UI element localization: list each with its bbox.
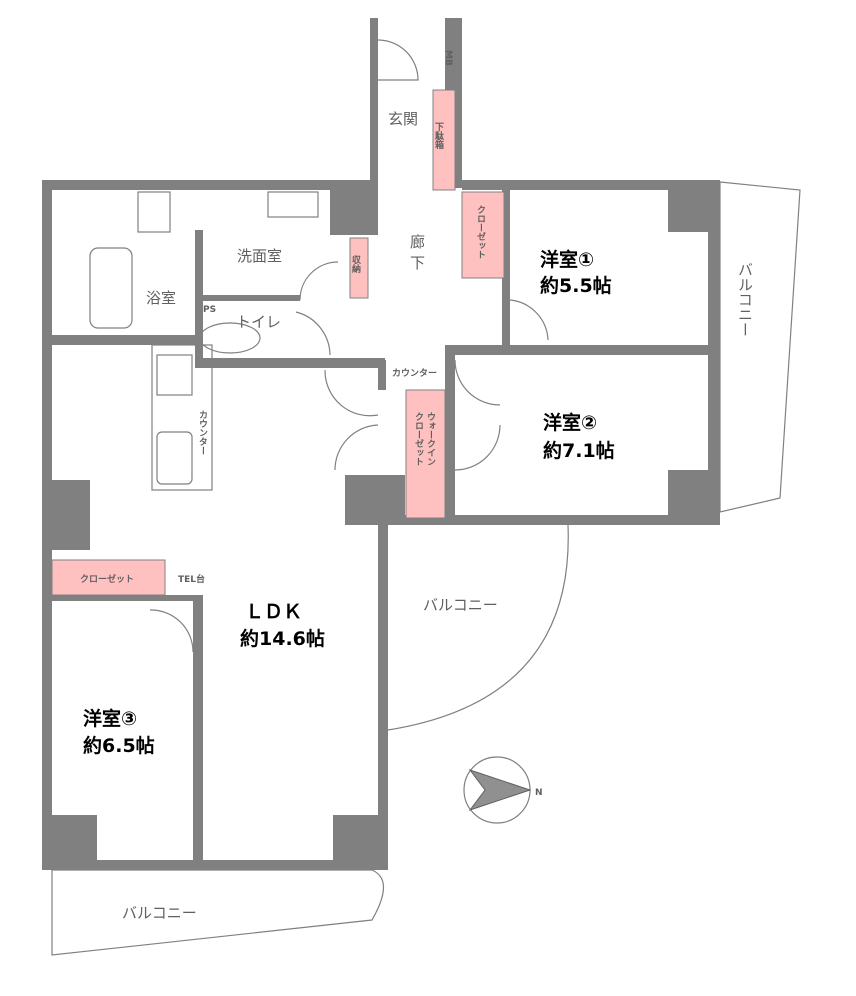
mb-label: MB [443,50,453,66]
balcony-bottom [51,869,384,956]
ldk-size: 約14.6帖 [240,627,325,650]
kitchen-counter-label: カウンター [197,410,208,455]
north-arrow-icon [468,769,532,811]
closet-3 [51,559,166,596]
storage-label: 収納 [350,254,361,274]
hallway-label-1: 廊 [410,233,425,251]
kitchen-counter [151,344,213,491]
shoe-cabinet-label: 下駄箱 [433,122,444,150]
closet-1-label: クローゼット [475,205,486,259]
walk-in-label-1: ウォークイン [425,412,436,466]
shoe-cabinet [432,89,456,191]
walls [42,18,720,870]
stove [156,354,193,396]
tel-label: TEL台 [178,573,205,585]
western-1-name: 洋室① [540,248,594,271]
north-label: N [535,788,543,798]
bath-label: 浴室 [146,289,176,307]
walk-in-closet [405,389,446,519]
balcony-bottom-label: バルコニー [122,904,197,922]
counter-label: カウンター [392,367,437,379]
bathtub [89,247,133,329]
kitchen-sink [156,431,193,485]
balcony-right [719,181,801,513]
compass: N [463,756,543,824]
washroom-label: 洗面室 [237,247,282,265]
toilet-bowl [199,322,261,354]
western-2-size: 約7.1帖 [543,439,615,462]
balcony-middle [387,524,569,731]
washer [137,191,171,233]
entrance-label: 玄関 [388,110,418,128]
western-3-name: 洋室③ [83,707,137,730]
storage [349,237,369,299]
closet-3-label: クローゼット [80,573,134,585]
closet-1 [461,191,505,279]
sink [267,191,319,218]
balcony-middle-label: バルコニー [423,596,498,614]
western-1-size: 約5.5帖 [540,274,612,297]
ldk-name: ＬＤＫ [245,601,302,623]
ps-label: PS [203,305,216,315]
western-3-size: 約6.5帖 [83,734,155,757]
doors [149,39,549,653]
western-2-name: 洋室② [543,411,597,434]
balcony-right-label: バルコニー [736,262,754,337]
hallway-label-2: 下 [410,254,425,272]
toilet-label: トイレ [236,313,281,331]
walk-in-label-2: クローゼット [413,412,424,466]
